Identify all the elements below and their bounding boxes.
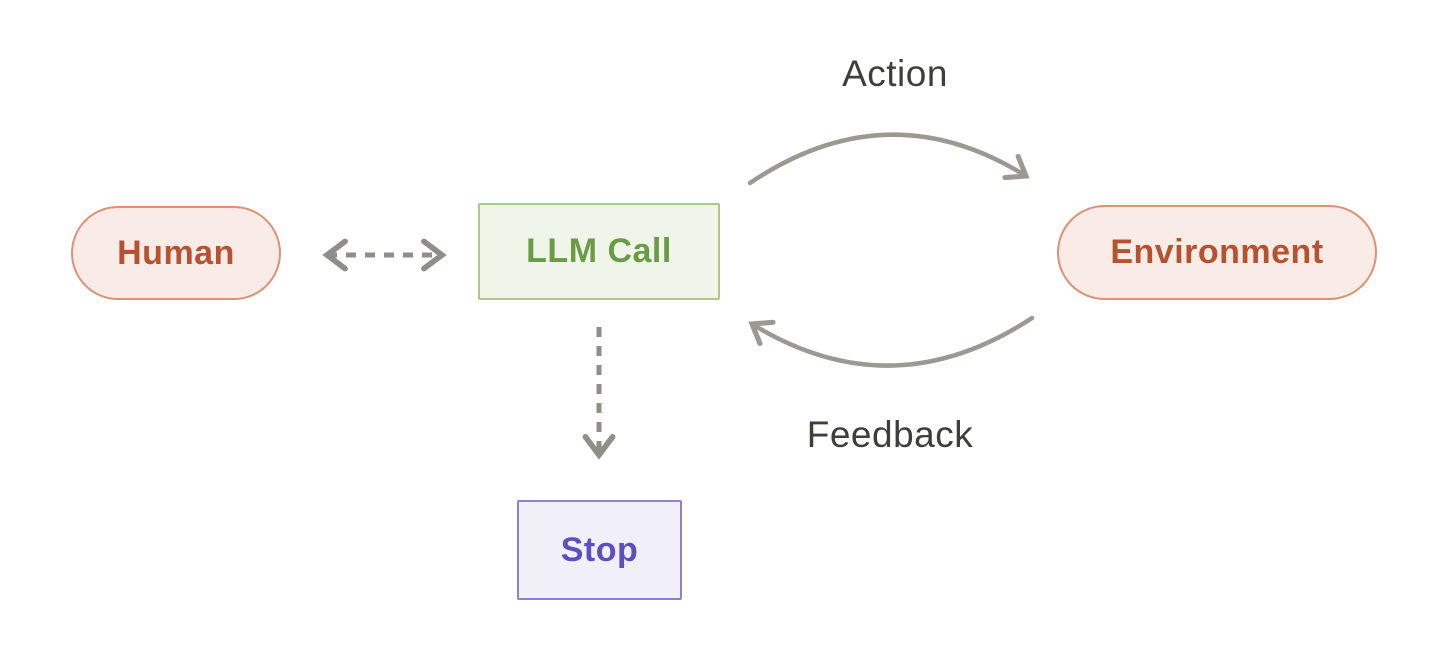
action-edge-label: Action xyxy=(842,53,948,94)
node-stop-label: Stop xyxy=(560,530,639,569)
node-human-label: Human xyxy=(117,233,235,272)
node-llm-call: LLM Call xyxy=(478,203,720,300)
edge-feedback-curve xyxy=(748,315,1035,368)
feedback-edge-label: Feedback xyxy=(806,414,974,455)
node-llm-call-label: LLM Call xyxy=(526,232,672,270)
node-environment: Environment xyxy=(1057,205,1377,300)
edge-action-curve xyxy=(747,132,1030,186)
node-environment-label: Environment xyxy=(1110,233,1324,271)
node-stop: Stop xyxy=(517,500,682,600)
node-human: Human xyxy=(71,206,281,300)
